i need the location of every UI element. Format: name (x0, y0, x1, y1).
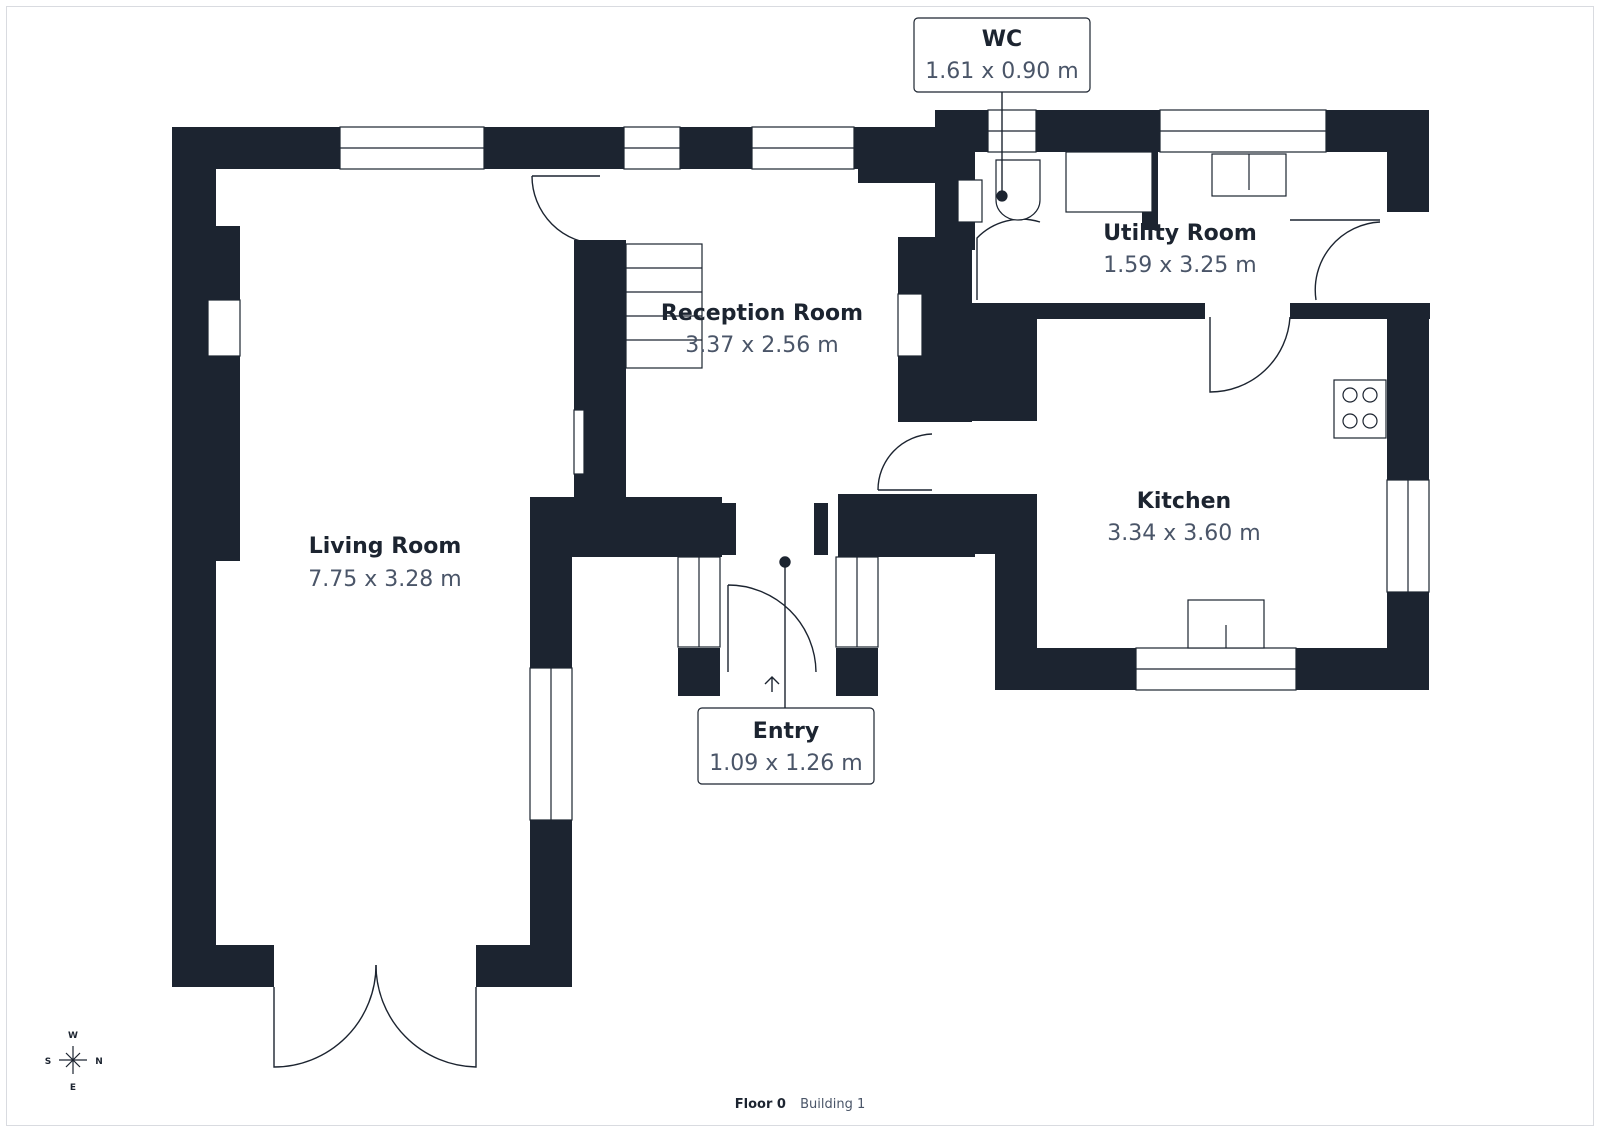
compass-east: E (70, 1083, 76, 1093)
building-label: Building 1 (800, 1097, 866, 1112)
compass-west: W (68, 1031, 78, 1041)
radiator (573, 409, 585, 475)
living-room-dims: 7.75 x 3.28 m (308, 567, 461, 592)
entry-left-stub (722, 503, 736, 555)
entry-door (727, 584, 817, 673)
compass-south: S (45, 1057, 51, 1067)
living-top-wall (172, 127, 858, 169)
toilet-bowl (995, 159, 1041, 221)
plan-frame (6, 6, 1594, 1126)
toilet-cistern (957, 179, 983, 223)
kitchen-name: Kitchen (1137, 489, 1231, 514)
utility-room-dims: 1.59 x 3.25 m (1103, 253, 1256, 278)
fixtures (573, 151, 1387, 649)
compass-rose: W E S N (45, 1031, 103, 1093)
fireplace (207, 299, 241, 357)
entry-dims: 1.09 x 1.26 m (709, 751, 862, 776)
living-french-door-left (273, 964, 377, 1068)
kitchen-dims: 3.34 x 3.60 m (1107, 521, 1260, 546)
utility-door (1290, 219, 1381, 301)
floor-label: Floor 0 (734, 1097, 786, 1112)
floor-footer: Floor 0 Building 1 (0, 1097, 1600, 1112)
entry-name: Entry (753, 719, 819, 744)
entry-left-pier (678, 648, 720, 696)
reception-fireplace (897, 293, 923, 357)
utility-appliance (1065, 151, 1153, 213)
entry-right-pier (836, 648, 878, 696)
living-bottom-wall-left (172, 945, 274, 987)
kitchen-pillar (1000, 319, 1037, 377)
windows (207, 109, 1430, 821)
utility-room-name: Utility Room (1103, 221, 1257, 246)
wc-dims: 1.61 x 0.90 m (925, 59, 1078, 84)
entry-marker (764, 556, 791, 708)
kitchen-utility-door (1209, 316, 1291, 393)
doors (273, 175, 1381, 1068)
wc-name: WC (982, 27, 1022, 52)
entry-callout: Entry 1.09 x 1.26 m (697, 707, 875, 785)
compass-north: N (95, 1057, 103, 1067)
entry-right-stub (814, 503, 828, 555)
reception-door (531, 175, 601, 245)
kitchen-hob (1333, 379, 1387, 439)
entry-left-top (572, 497, 722, 557)
chimney-breast (216, 226, 240, 561)
reception-room-dims: 3.37 x 2.56 m (685, 333, 838, 358)
living-left-wall (172, 127, 216, 987)
living-room-name: Living Room (309, 534, 462, 559)
wc-door (976, 218, 1041, 300)
stair-block (625, 243, 703, 369)
living-right-wall-upper (574, 240, 626, 540)
wc-callout: WC 1.61 x 0.90 m (913, 17, 1091, 196)
utility-right-wall (1387, 110, 1429, 212)
reception-room-name: Reception Room (661, 301, 863, 326)
kitchen-door-block (932, 494, 1037, 554)
room-labels: Living Room 7.75 x 3.28 m Reception Room… (308, 221, 1260, 592)
entry-arrow-icon (764, 676, 780, 692)
kitchen-door (877, 433, 933, 491)
living-french-door-right (375, 964, 477, 1068)
